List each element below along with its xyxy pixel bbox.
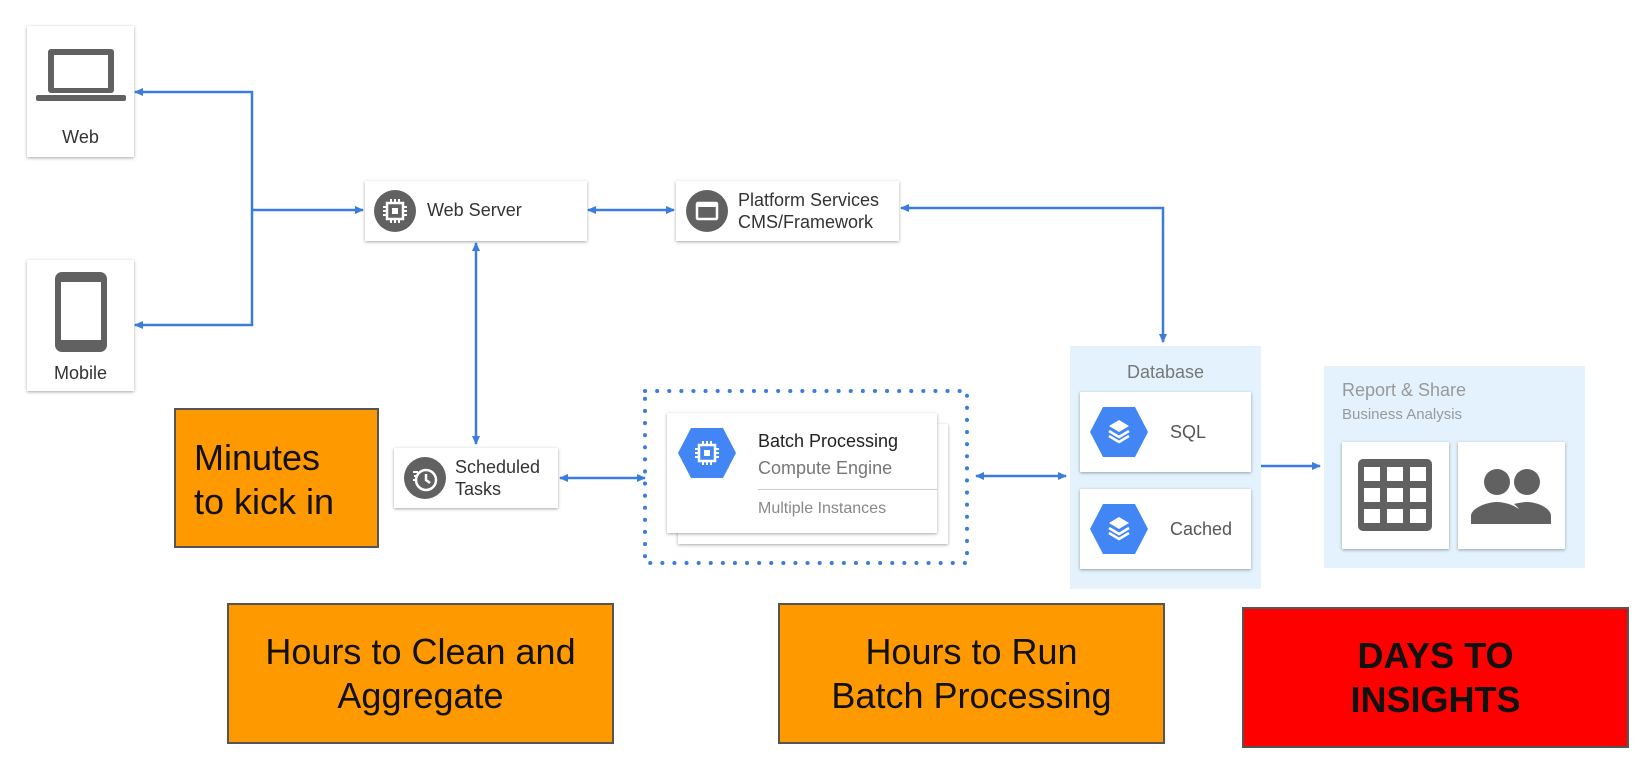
clean-aggregate-callout: Hours to Clean and Aggregate [227, 603, 614, 744]
arrow-platform-database [900, 204, 1167, 343]
arrow-server-to-mobile [134, 210, 254, 329]
minutes-callout: Minutes to kick in [174, 408, 379, 548]
batch-divider [758, 489, 937, 490]
database-cached-label: Cached [1170, 519, 1233, 539]
web-server-card: Web Server [365, 181, 587, 241]
clean-line1: Hours to Clean and [265, 630, 576, 672]
laptop-icon [36, 49, 126, 101]
platform-line1: Platform Services [738, 190, 880, 210]
arrow-server-to-web [134, 88, 254, 210]
window-icon [686, 190, 728, 232]
people-icon [1471, 469, 1551, 524]
database-sql-card: SQL [1080, 392, 1251, 472]
days-to-insights-callout: DAYS TO INSIGHTS [1242, 607, 1629, 748]
mobile-label: Mobile [53, 363, 108, 383]
database-title: Database [1126, 362, 1205, 382]
mobile-device-card: Mobile [27, 260, 134, 391]
web-device-card: Web [27, 26, 134, 157]
grid-icon [1358, 459, 1432, 531]
web-label: Web [62, 127, 99, 147]
database-sql-label: SQL [1170, 422, 1207, 442]
days-line2: INSIGHTS [1350, 678, 1521, 720]
batch-title: Batch Processing [758, 431, 899, 451]
batch-processing-card: Batch Processing Compute Engine Multiple… [667, 413, 937, 533]
platform-services-card: Platform Services CMS/Framework [676, 181, 899, 241]
days-line1: DAYS TO [1357, 634, 1514, 676]
batch-run-callout: Hours to Run Batch Processing [778, 603, 1165, 744]
report-people-card [1458, 442, 1565, 549]
web-server-label: Web Server [427, 200, 522, 220]
scheduled-tasks-card: Scheduled Tasks [394, 448, 558, 508]
clock-icon [404, 457, 446, 499]
database-cached-card: Cached [1080, 489, 1251, 569]
scheduled-line2: Tasks [455, 479, 502, 499]
layers-hexagon-icon [1090, 504, 1148, 554]
batch-run-line2: Batch Processing [831, 674, 1112, 716]
chip-hexagon-icon [678, 428, 736, 478]
batch-group-border [643, 389, 969, 565]
layers-hexagon-icon [1090, 407, 1148, 457]
database-zone: Database SQL Cached [1070, 346, 1261, 589]
batch-note: Multiple Instances [758, 500, 887, 517]
clean-line2: Aggregate [337, 674, 504, 716]
report-title: Report & Share [1342, 380, 1467, 400]
scheduled-line1: Scheduled [455, 457, 541, 477]
minutes-line1: Minutes [194, 437, 321, 478]
minutes-line2: to kick in [194, 481, 335, 522]
report-subtitle: Business Analysis [1342, 406, 1463, 423]
batch-run-line1: Hours to Run [865, 630, 1078, 672]
platform-line2: CMS/Framework [738, 212, 874, 232]
phone-icon [55, 272, 107, 352]
report-grid-card [1342, 442, 1449, 549]
batch-subtitle: Compute Engine [758, 458, 893, 478]
report-zone: Report & Share Business Analysis [1324, 366, 1585, 568]
chip-icon [374, 190, 416, 232]
